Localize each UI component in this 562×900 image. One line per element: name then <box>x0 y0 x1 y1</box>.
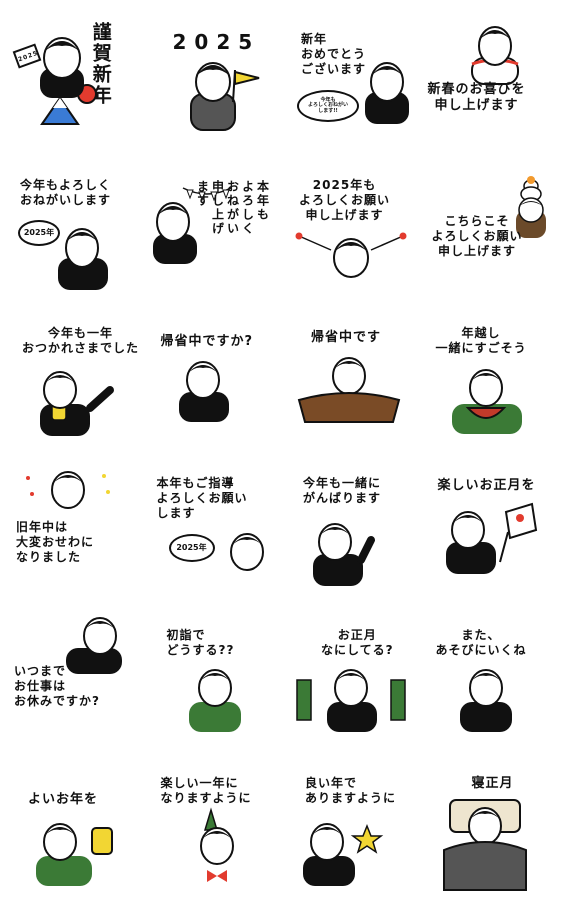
sticker-13[interactable]: 旧年中は 大変おせわに なりました <box>0 450 141 600</box>
sticker-21[interactable]: よいお年を <box>0 750 141 900</box>
sticker-11-text: 帰省中です <box>311 330 382 345</box>
sticker-22[interactable]: 楽しい一年に なりますように <box>141 750 282 900</box>
sticker-7[interactable]: 2025年も よろしくお願い 申し上げます <box>281 150 422 300</box>
sticker-9-illustration <box>40 371 114 436</box>
sticker-24[interactable]: 寝正月 <box>422 750 562 900</box>
sticker-9[interactable]: 今年も一年 おつかれさまでした <box>0 300 141 450</box>
sticker-22-text: 楽しい一年に なりますように <box>160 776 252 805</box>
sticker-14[interactable]: 本年もご指導 よろしくお願い します 2025年 <box>141 450 282 600</box>
sticker-18[interactable]: 初詣で どうする?? <box>141 600 282 750</box>
sticker-12-illustration <box>451 369 522 434</box>
sticker-12[interactable]: 年越し 一緒にすごそう <box>422 300 562 450</box>
sticker-19-text: お正月 なにしてる? <box>321 628 394 657</box>
sticker-5-illustration <box>58 228 108 290</box>
sticker-18-illustration <box>188 669 241 732</box>
sticker-8-text: こちらこそ よろしくお願い 申し上げます <box>431 214 523 258</box>
sticker-6-illustration <box>152 187 231 264</box>
sticker-5-bubble: 2025年 <box>18 220 60 246</box>
sticker-2-illustration <box>189 62 259 131</box>
sticker-8-illustration <box>515 176 546 238</box>
sticker-12-text: 年越し 一緒にすごそう <box>435 326 527 355</box>
sticker-17-illustration <box>66 617 122 674</box>
sticker-5-text: 今年もよろしく おねがいします <box>20 178 112 207</box>
sticker-14-illustration <box>229 533 264 571</box>
sticker-22-illustration <box>199 807 234 882</box>
sticker-5[interactable]: 今年もよろしく おねがいします 2025年 <box>0 150 141 300</box>
sticker-2[interactable]: 2025 <box>141 0 282 150</box>
sticker-20-text: また、 あそびにいくね <box>435 628 527 657</box>
sticker-18-text: 初詣で どうする?? <box>166 628 235 657</box>
sticker-7-text: 2025年も よろしくお願い 申し上げます <box>299 178 391 222</box>
sticker-24-text: 寝正月 <box>471 776 514 791</box>
sticker-14-bubble: 2025年 <box>168 534 215 562</box>
sticker-4-illustration <box>470 26 519 85</box>
sticker-3-text: 新年 おめでとう ございます <box>301 32 367 76</box>
sticker-8[interactable]: こちらこそ よろしくお願い 申し上げます <box>422 150 562 300</box>
sticker-16-text: 楽しいお正月を <box>437 478 536 493</box>
sticker-15-illustration <box>313 523 375 586</box>
sticker-4-text: 新春のお喜びを 申し上げます <box>427 82 526 114</box>
sticker-13-illustration <box>26 471 110 509</box>
sticker-20-illustration <box>459 669 512 732</box>
sticker-1-illustration <box>12 37 97 125</box>
sticker-9-text: 今年も一年 おつかれさまでした <box>22 326 140 355</box>
sticker-15[interactable]: 今年も一緒に がんばります <box>281 450 422 600</box>
sticker-6[interactable]: 本年も よろしく おねがい 申し上げ ます <box>141 150 282 300</box>
sticker-11-illustration <box>297 357 401 423</box>
sticker-1-text: 謹賀新年 <box>89 22 112 106</box>
sticker-10-text: 帰省中ですか? <box>160 334 254 349</box>
sticker-16-illustration <box>445 502 537 574</box>
sticker-1[interactable]: 謹賀新年 2025 <box>0 0 141 150</box>
sticker-23-illustration <box>303 823 384 886</box>
sticker-7-illustration <box>295 232 407 278</box>
sticker-14-text: 本年もご指導 よろしくお願い します <box>156 476 248 520</box>
sticker-4[interactable]: 新春のお喜びを 申し上げます <box>422 0 562 150</box>
sticker-16[interactable]: 楽しいお正月を <box>422 450 562 600</box>
sticker-19[interactable]: お正月 なにしてる? <box>281 600 422 750</box>
sticker-3[interactable]: 新年 おめでとう ございます 今年も よろしくおねがい します!! <box>281 0 422 150</box>
sticker-6-text: 本年も よろしく おねがい 申し上げ ます <box>195 180 270 236</box>
sticker-17[interactable]: いつまで お仕事は お休みですか? <box>0 600 141 750</box>
sticker-15-text: 今年も一緒に がんばります <box>303 476 382 505</box>
sticker-17-text: いつまで お仕事は お休みですか? <box>14 664 100 708</box>
sticker-19-illustration <box>296 669 406 732</box>
sticker-3-bubble: 今年も よろしくおねがい します!! <box>297 90 359 122</box>
sticker-2-text: 2025 <box>172 30 261 54</box>
sticker-23[interactable]: 良い年で ありますように <box>281 750 422 900</box>
sticker-3-illustration <box>365 62 409 124</box>
sticker-11[interactable]: 帰省中です <box>281 300 422 450</box>
sticker-20[interactable]: また、 あそびにいくね <box>422 600 562 750</box>
sticker-10[interactable]: 帰省中ですか? <box>141 300 282 450</box>
sticker-13-text: 旧年中は 大変おせわに なりました <box>16 520 95 564</box>
sticker-10-illustration <box>178 361 229 422</box>
sticker-24-illustration <box>442 799 527 891</box>
sticker-23-text: 良い年で ありますように <box>305 776 397 805</box>
sticker-21-illustration <box>36 823 113 886</box>
sticker-21-text: よいお年を <box>28 792 99 807</box>
